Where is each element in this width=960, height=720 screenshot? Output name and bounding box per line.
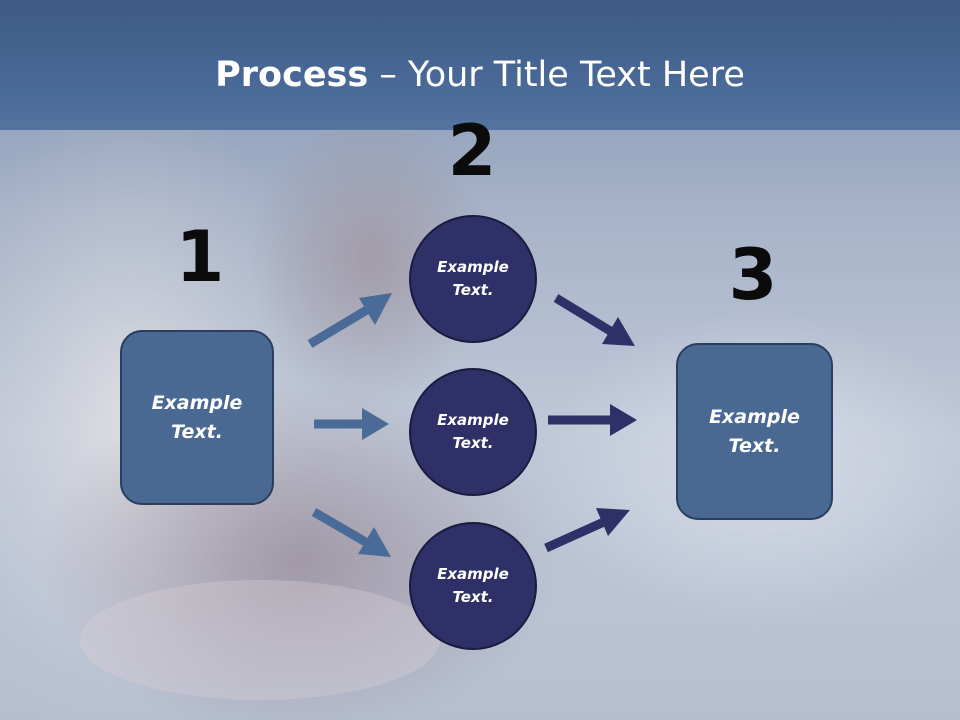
- left-box: Example Text.: [120, 330, 274, 505]
- left-box-text: Example Text.: [151, 391, 243, 443]
- arrow-top-to-right: [553, 294, 635, 346]
- slide-title: Process – Your Title Text Here: [0, 50, 960, 100]
- title-band: [0, 0, 960, 130]
- circle-top-text: Example Text.: [437, 258, 509, 299]
- right-box: Example Text.: [676, 343, 833, 520]
- step-number-1: 1: [175, 216, 225, 298]
- circle-bottom: Example Text.: [409, 522, 537, 650]
- title-rest: – Your Title Text Here: [368, 55, 745, 95]
- right-box-text: Example Text.: [709, 405, 800, 457]
- arrow-left-to-top: [307, 293, 392, 348]
- circle-top: Example Text.: [409, 215, 537, 343]
- circle-bottom-text: Example Text.: [437, 565, 509, 606]
- arrow-bottom-to-right: [544, 508, 630, 553]
- step-number-3: 3: [728, 234, 778, 316]
- circle-middle-text: Example Text.: [437, 411, 509, 452]
- title-bold: Process: [215, 55, 369, 95]
- circle-middle: Example Text.: [409, 368, 537, 496]
- step-number-2: 2: [447, 110, 497, 192]
- arrow-left-to-bottom: [311, 508, 391, 557]
- arrow-left-to-middle: [314, 408, 389, 440]
- arrow-middle-to-right: [548, 404, 637, 436]
